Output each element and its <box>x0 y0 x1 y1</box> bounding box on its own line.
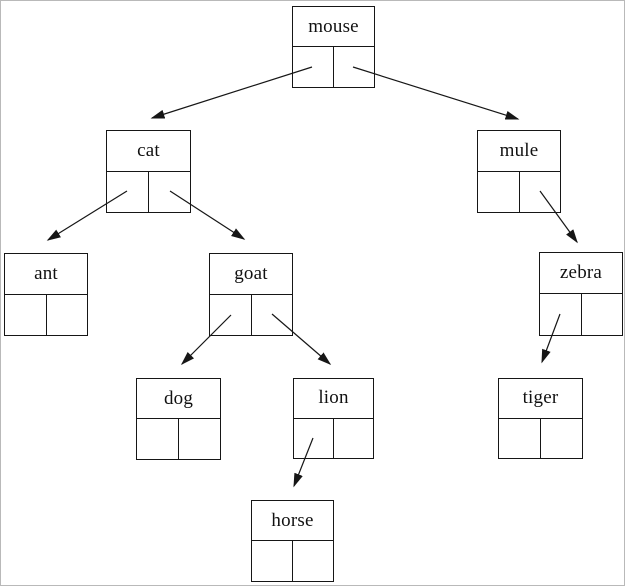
left-pointer-cell <box>478 171 520 212</box>
left-pointer-cell <box>5 294 47 335</box>
node-label-lion: lion <box>294 379 373 419</box>
pointer-cells <box>5 294 88 336</box>
right-pointer-cell <box>252 295 293 336</box>
left-pointer-cell <box>294 418 334 458</box>
pointer-cells <box>137 419 220 459</box>
node-label-tiger: tiger <box>499 379 582 419</box>
tree-node-mouse: mouse <box>292 6 375 88</box>
pointer-cells <box>540 294 622 335</box>
right-pointer-cell <box>149 172 190 213</box>
tree-node-goat: goat <box>209 253 293 336</box>
edge-mouse-left-to-cat <box>150 66 313 119</box>
pointer-cells <box>210 294 293 336</box>
left-pointer-cell <box>107 171 149 212</box>
tree-node-zebra: zebra <box>539 252 623 336</box>
tree-node-tiger: tiger <box>498 378 583 459</box>
node-label-cat: cat <box>107 131 190 172</box>
right-pointer-cell <box>334 419 373 459</box>
pointer-cells <box>252 541 333 581</box>
left-pointer-cell <box>210 294 252 335</box>
node-label-mule: mule <box>478 131 560 172</box>
left-pointer-cell <box>540 294 582 335</box>
node-label-mouse: mouse <box>293 7 374 47</box>
tree-node-lion: lion <box>293 378 374 459</box>
right-pointer-cell <box>179 419 220 459</box>
right-pointer-cell <box>293 541 333 581</box>
edge-mouse-right-to-mule <box>352 66 520 120</box>
pointer-cells <box>294 418 373 459</box>
pointer-cells <box>107 171 190 213</box>
pointer-cells <box>499 418 582 459</box>
left-pointer-cell <box>252 541 293 581</box>
right-pointer-cell <box>47 295 88 336</box>
tree-node-dog: dog <box>136 378 221 460</box>
right-pointer-cell <box>520 172 561 213</box>
right-pointer-cell <box>541 419 582 459</box>
node-label-ant: ant <box>5 254 87 295</box>
node-label-dog: dog <box>137 379 220 419</box>
right-pointer-cell <box>582 294 623 335</box>
left-pointer-cell <box>137 419 179 459</box>
tree-node-ant: ant <box>4 253 88 336</box>
pointer-cells <box>293 47 374 87</box>
pointer-cells <box>478 171 561 213</box>
right-pointer-cell <box>334 47 374 87</box>
left-pointer-cell <box>499 418 541 458</box>
node-label-goat: goat <box>210 254 292 295</box>
node-label-zebra: zebra <box>540 253 622 294</box>
tree-node-horse: horse <box>251 500 334 582</box>
tree-node-cat: cat <box>106 130 191 213</box>
tree-node-mule: mule <box>477 130 561 213</box>
left-pointer-cell <box>293 47 334 87</box>
node-label-horse: horse <box>252 501 333 541</box>
